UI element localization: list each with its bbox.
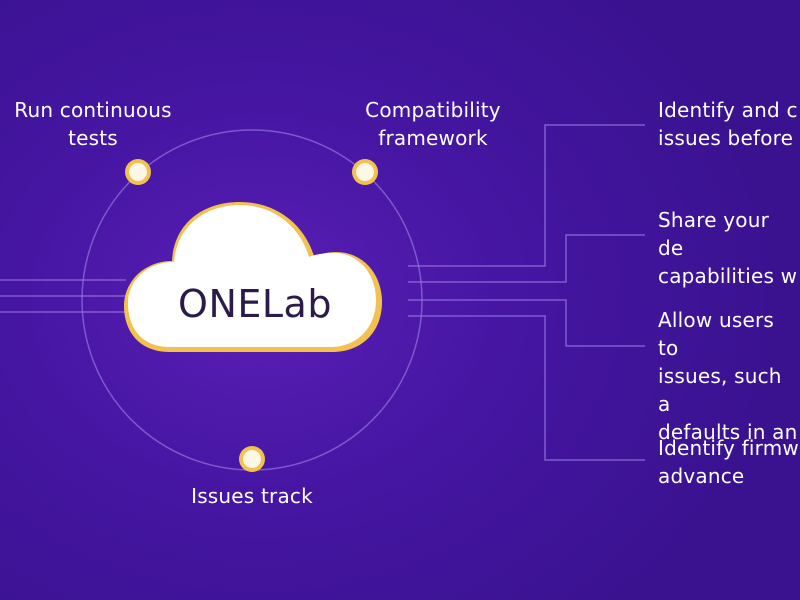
- node-compatibility: [352, 159, 378, 185]
- hub-label: ONELab: [178, 282, 332, 326]
- connector-benefit-2: [408, 234, 645, 283]
- benefit-item-3: Allow users to issues, such a defaults i…: [658, 308, 798, 444]
- orbit-label-run-tests: Run continuous tests: [14, 98, 172, 150]
- benefit-item-2: Share your de capabilities w: [658, 208, 798, 288]
- cloud-icon: [124, 202, 382, 352]
- benefit-item-4: Identify firmw advance: [658, 436, 799, 488]
- node-issues-track: [239, 446, 265, 472]
- orbit-label-compatibility: Compatibility framework: [365, 98, 501, 150]
- connector-benefit-4: [408, 315, 645, 461]
- orbit-label-issues-track: Issues track: [191, 484, 313, 508]
- connector-benefit-1: [408, 124, 645, 267]
- connector-benefit-3: [408, 299, 645, 347]
- benefit-item-1: Identify and c issues before: [658, 98, 798, 150]
- node-run-tests: [125, 159, 151, 185]
